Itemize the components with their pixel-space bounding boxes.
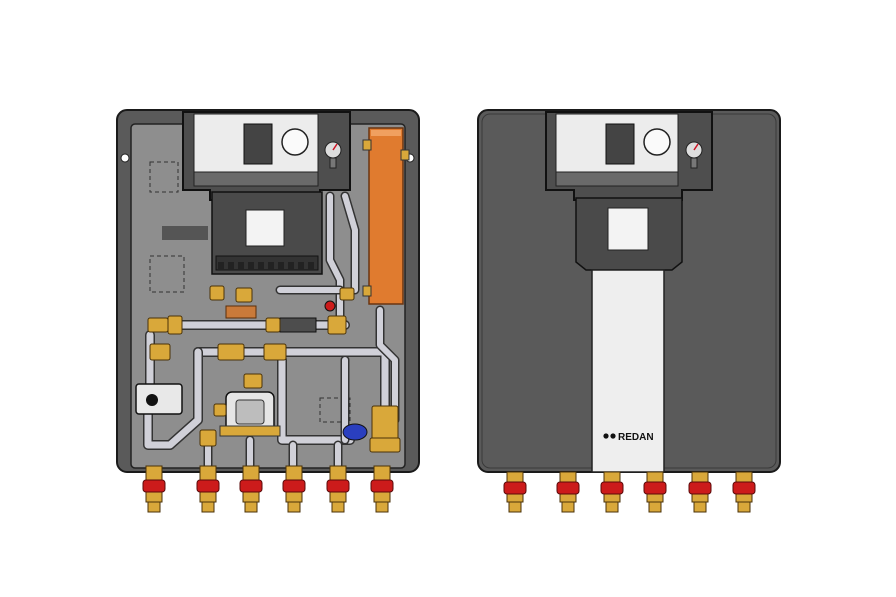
- brass-fittings: [147, 285, 401, 453]
- control-module-window: [245, 209, 285, 247]
- backplate-cutout: [149, 161, 179, 193]
- ball-valve: [282, 465, 306, 513]
- ball-valve: [732, 471, 756, 513]
- temperature-sensor-red: [324, 300, 336, 312]
- ball-valve-row: [142, 465, 394, 513]
- ball-valve: [556, 471, 580, 513]
- valve-actuator: [135, 383, 183, 415]
- ball-valve: [600, 471, 624, 513]
- ball-valve: [239, 465, 263, 513]
- mixing-motor: [279, 317, 317, 333]
- mounting-hole-left: [120, 153, 130, 163]
- ball-valve: [326, 465, 350, 513]
- closed-unit: REDAN: [477, 109, 781, 513]
- front-panel: [591, 269, 665, 473]
- backplate-cutout: [149, 255, 185, 293]
- closed-controller-display: [605, 123, 635, 165]
- controller-base: [193, 171, 319, 187]
- controller-dial-icon: [281, 128, 309, 156]
- brand-logo: [603, 433, 616, 439]
- backplate-cutout: [162, 226, 208, 240]
- ball-valve: [370, 465, 394, 513]
- ball-valve: [142, 465, 166, 513]
- circulation-pump: [219, 391, 281, 437]
- copper-coil: [225, 305, 257, 319]
- closed-controller-dial-icon: [643, 128, 671, 156]
- ball-valve: [503, 471, 527, 513]
- backplate-cutout: [319, 397, 351, 423]
- controller-display: [243, 123, 273, 165]
- plate-heat-exchanger: [368, 127, 404, 305]
- ball-valve: [688, 471, 712, 513]
- terminal-block: [218, 262, 314, 270]
- brand-logo-text: REDAN: [618, 432, 654, 443]
- ball-valve: [643, 471, 667, 513]
- closed-ball-valve-row: [503, 471, 756, 513]
- ball-valve: [196, 465, 220, 513]
- pressure-gauge-blue: [342, 423, 368, 441]
- open-unit: [116, 109, 420, 513]
